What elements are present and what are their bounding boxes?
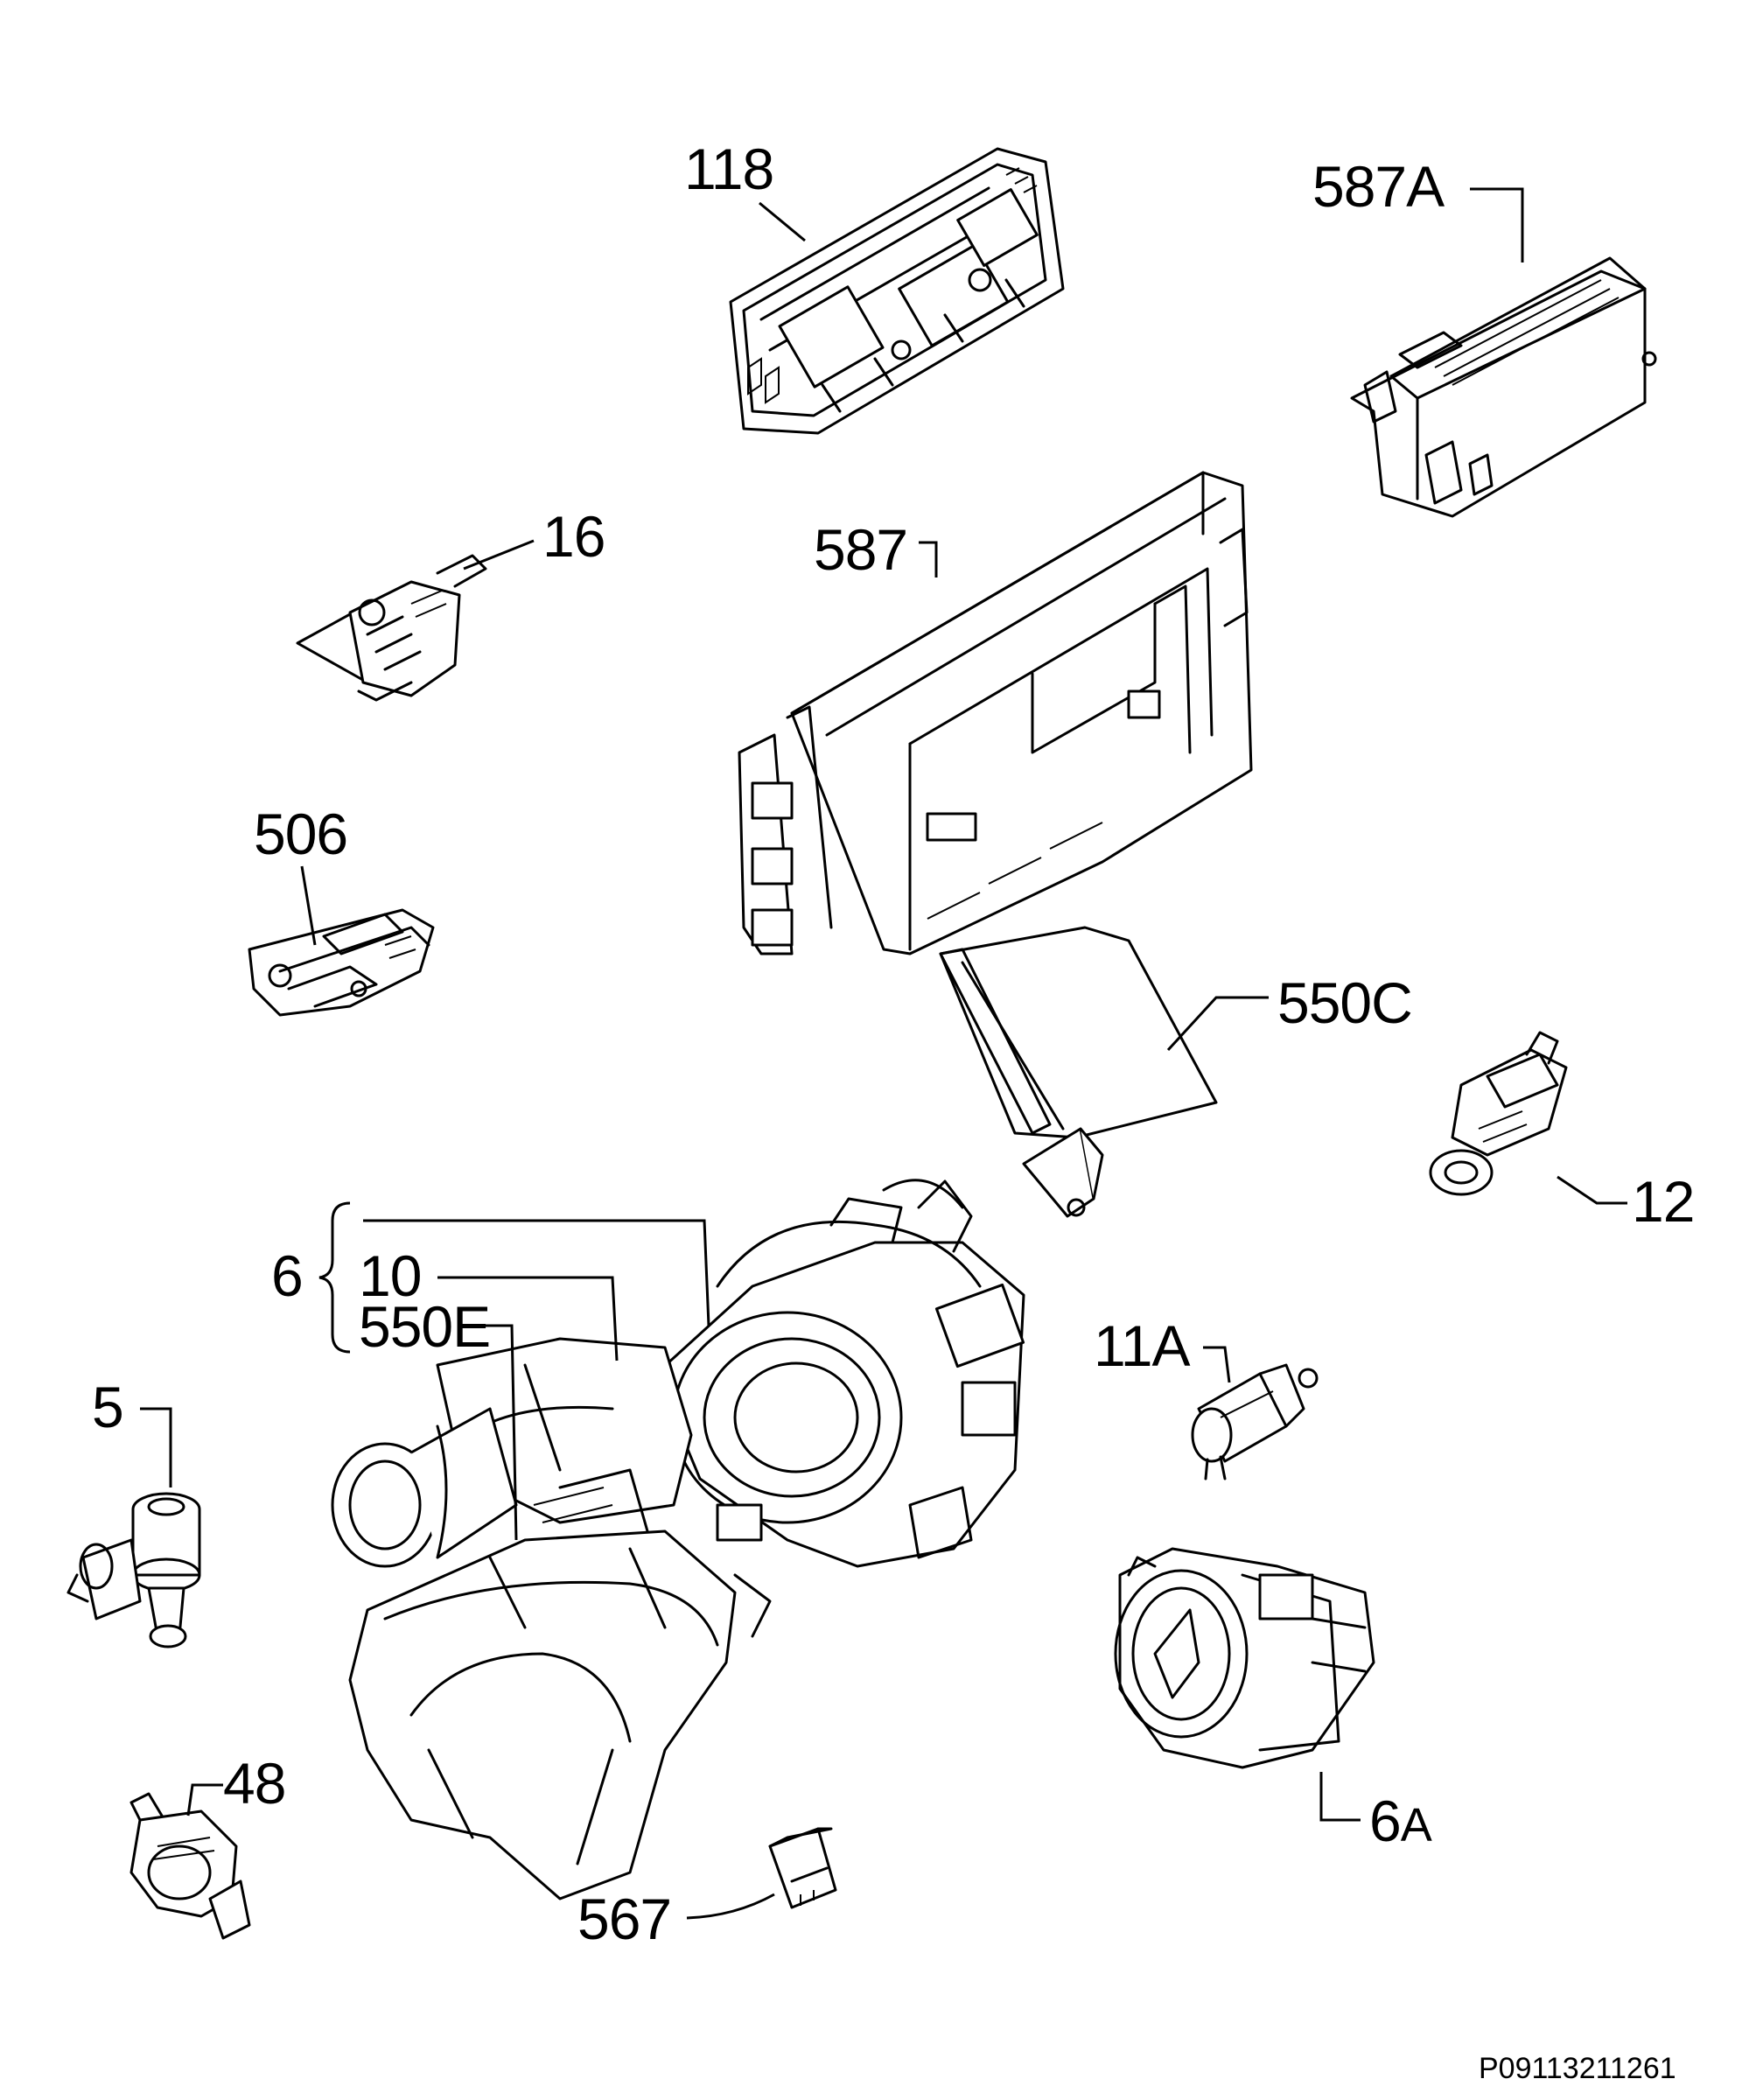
leader-12 bbox=[1557, 1175, 1627, 1205]
callout-6A: 6A bbox=[1369, 1792, 1432, 1852]
part-550C-cover bbox=[939, 926, 1218, 1218]
leader-11A bbox=[1203, 1346, 1231, 1383]
leader-6 bbox=[363, 1219, 710, 1326]
leader-506 bbox=[300, 865, 317, 946]
callout-11A-suffix: A bbox=[1151, 1313, 1191, 1378]
part-587-main-unit bbox=[738, 471, 1253, 956]
part-6A-drain-pump bbox=[1114, 1547, 1375, 1769]
leader-118 bbox=[759, 201, 806, 242]
leader-587A bbox=[1470, 187, 1524, 262]
callout-567: 567 bbox=[577, 1886, 672, 1951]
part-48-flow-sensor bbox=[129, 1792, 251, 1940]
callout-6A-number: 6 bbox=[1369, 1788, 1402, 1853]
callout-506: 506 bbox=[254, 802, 348, 866]
leader-5 bbox=[140, 1407, 172, 1488]
leader-587 bbox=[919, 541, 938, 578]
callout-12: 12 bbox=[1632, 1169, 1695, 1234]
callout-587: 587 bbox=[814, 517, 908, 582]
part-12-pressure-switch bbox=[1429, 1031, 1568, 1196]
part-118-control-board bbox=[729, 147, 1065, 435]
part-506-dispenser bbox=[248, 908, 435, 1017]
callout-118: 118 bbox=[684, 136, 774, 201]
callout-48: 48 bbox=[223, 1751, 286, 1816]
callout-550C: 550C bbox=[1277, 970, 1413, 1035]
leader-16 bbox=[463, 539, 535, 570]
part-587A-module bbox=[1350, 256, 1657, 518]
callout-550E: 550E bbox=[359, 1294, 491, 1359]
leader-48 bbox=[186, 1783, 223, 1816]
leader-10 bbox=[437, 1276, 619, 1362]
leader-6A bbox=[1319, 1772, 1361, 1822]
callout-11A: 11A bbox=[1094, 1317, 1191, 1375]
brace-6 bbox=[318, 1201, 351, 1354]
callout-10: 10 bbox=[359, 1243, 422, 1308]
leader-550C bbox=[1166, 996, 1269, 1052]
part-5-inlet-valve bbox=[66, 1492, 201, 1648]
callout-5: 5 bbox=[92, 1375, 124, 1439]
callout-6A-suffix: A bbox=[1400, 1799, 1432, 1852]
drawing-code: P09113211261 bbox=[1479, 2052, 1676, 2085]
part-11A-capacitor bbox=[1191, 1363, 1319, 1480]
leader-550E bbox=[486, 1324, 518, 1541]
leader-567 bbox=[686, 1893, 775, 1920]
callout-11A-number: 11 bbox=[1094, 1313, 1153, 1378]
callout-16: 16 bbox=[542, 504, 605, 569]
part-567-connector bbox=[768, 1827, 837, 1909]
callout-6: 6 bbox=[271, 1243, 304, 1308]
callout-587A: 587A bbox=[1312, 154, 1445, 219]
part-6-circulation-pump-assembly bbox=[331, 1179, 1025, 1900]
part-16-door-lock bbox=[296, 554, 487, 702]
